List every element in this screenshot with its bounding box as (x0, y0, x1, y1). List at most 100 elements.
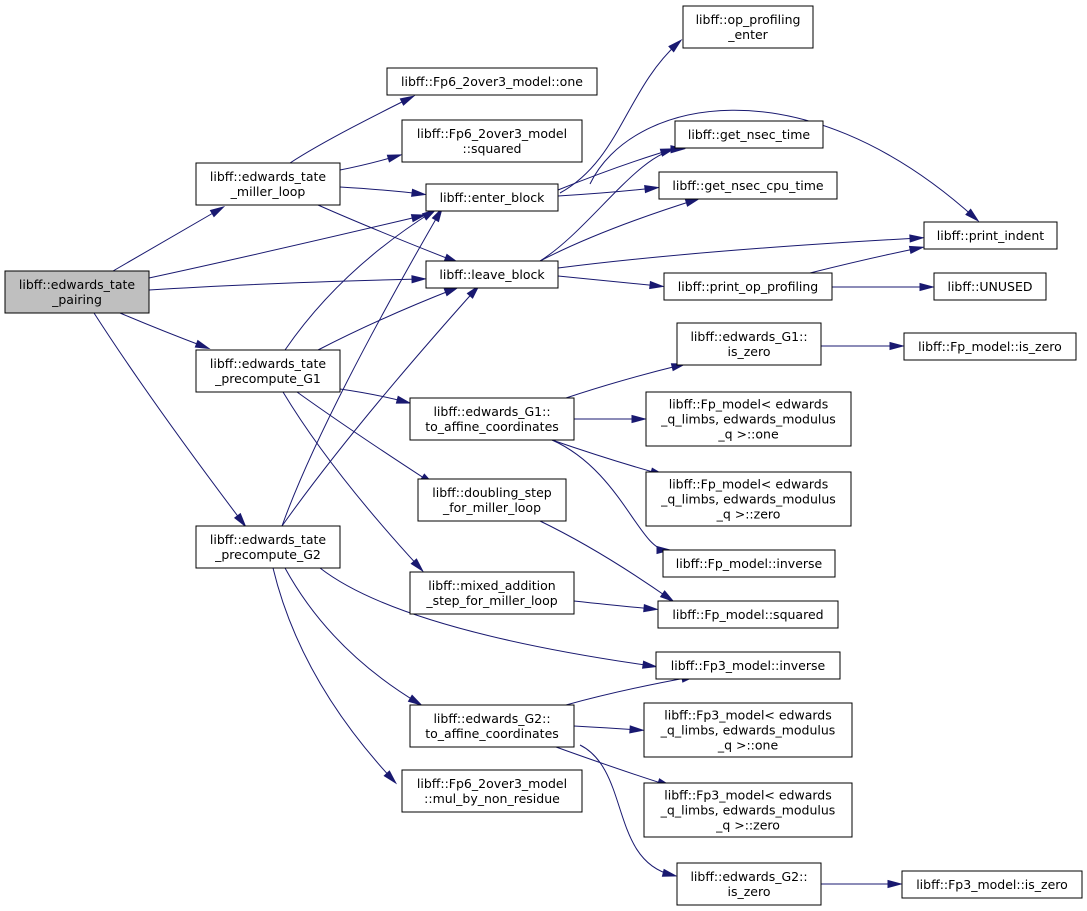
arrowhead (909, 234, 925, 243)
node-fp6-mul-nonres[interactable]: libff::Fp6_2over3_model::mul_by_non_resi… (401, 769, 583, 813)
node-box[interactable] (655, 651, 841, 680)
arrowhead (668, 39, 683, 53)
node-box[interactable] (658, 171, 838, 200)
node-label-line: libff::get_nsec_cpu_time (672, 178, 823, 193)
node-label-line: libff::Fp6_2over3_model::one (401, 74, 583, 89)
node-box[interactable] (425, 260, 559, 289)
node-g2-to-affine[interactable]: libff::edwards_G2::to_affine_coordinates (409, 704, 575, 748)
node-label-line: libff::edwards_G2:: (690, 869, 807, 884)
node-label-line: _precompute_G1 (214, 371, 321, 386)
node-print-op-profiling[interactable]: libff::print_op_profiling (663, 272, 833, 301)
node-precompute-g2[interactable]: libff::edwards_tate_precompute_G2 (195, 525, 341, 569)
edge-g2_to_affine-to-fp3_inverse (565, 674, 697, 706)
node-label-line: libff::edwards_G1:: (433, 404, 550, 419)
node-label-line: libff::Fp_model::squared (672, 607, 823, 622)
node-fp6-one[interactable]: libff::Fp6_2over3_model::one (386, 67, 598, 96)
node-fp3-zero[interactable]: libff::Fp3_model< edwards_q_limbs, edwar… (643, 782, 853, 838)
node-box[interactable] (676, 322, 822, 366)
node-get-nsec-time[interactable]: libff::get_nsec_time (674, 120, 824, 149)
node-unused[interactable]: libff::UNUSED (933, 272, 1047, 301)
edge-g1_to_affine-to-fp_one (574, 414, 647, 424)
node-label-line: libff::edwards_tate (210, 169, 327, 184)
node-box[interactable] (645, 471, 852, 527)
node-fp-squared[interactable]: libff::Fp_model::squared (657, 600, 839, 629)
node-fp3-one[interactable]: libff::Fp3_model< edwards_q_limbs, edwar… (643, 702, 853, 758)
node-g1-is-zero[interactable]: libff::edwards_G1::is_zero (676, 322, 822, 366)
node-box[interactable] (401, 119, 583, 163)
node-op-prof-enter[interactable]: libff::op_profiling_enter (682, 5, 814, 49)
node-box[interactable] (645, 391, 852, 447)
node-box[interactable] (195, 162, 341, 206)
node-label-line: _q_limbs, edwards_modulus (660, 412, 836, 427)
arrowhead (410, 214, 427, 223)
arrowhead (629, 725, 645, 734)
node-enter-block[interactable]: libff::enter_block (425, 183, 559, 212)
arrowhead (407, 694, 424, 707)
node-box[interactable] (195, 349, 341, 393)
node-label-line: _q >::one (717, 427, 779, 442)
edge-leave_block-to-print_indent (557, 234, 925, 269)
node-box[interactable] (903, 332, 1077, 361)
node-doubling-step[interactable]: libff::doubling_step_for_miller_loop (417, 478, 567, 522)
arrowhead (386, 154, 403, 163)
node-g2-is-zero[interactable]: libff::edwards_G2::is_zero (676, 862, 822, 906)
node-fp-zero[interactable]: libff::Fp_model< edwards_q_limbs, edward… (645, 471, 852, 527)
node-box[interactable] (195, 525, 341, 569)
edge-precompute_g1-to-g1_to_affine (339, 388, 412, 404)
node-fp6-squared[interactable]: libff::Fp6_2over3_model::squared (401, 119, 583, 163)
edge-precompute_g2-to-leave_block (281, 284, 480, 527)
node-fp3-inverse[interactable]: libff::Fp3_model::inverse (655, 651, 841, 680)
node-box[interactable] (663, 272, 833, 301)
node-box[interactable] (933, 272, 1047, 301)
node-label-line: to_affine_coordinates (425, 726, 559, 741)
node-box[interactable] (409, 571, 575, 615)
node-fp-inverse[interactable]: libff::Fp_model::inverse (662, 549, 836, 578)
arrowhead (684, 198, 701, 207)
node-box[interactable] (409, 704, 575, 748)
node-box[interactable] (923, 221, 1058, 250)
edge-pairing-to-precompute_g1 (119, 312, 211, 350)
edge-g2_to_affine-to-fp3_one (573, 725, 645, 734)
node-box[interactable] (401, 769, 583, 813)
node-box[interactable] (4, 270, 150, 314)
node-fp-one[interactable]: libff::Fp_model< edwards_q_limbs, edward… (645, 391, 852, 447)
node-box[interactable] (643, 782, 853, 838)
node-label-line: libff::Fp3_model::inverse (671, 658, 826, 673)
node-box[interactable] (417, 478, 567, 522)
node-miller-loop[interactable]: libff::edwards_tate_miller_loop (195, 162, 341, 206)
node-box[interactable] (657, 600, 839, 629)
edge-enter_block-to-op_prof_enter (559, 39, 683, 194)
node-box[interactable] (409, 397, 575, 441)
node-label-line: libff::Fp_model< edwards (669, 477, 829, 492)
node-box[interactable] (425, 183, 559, 212)
node-box[interactable] (643, 702, 853, 758)
node-box[interactable] (674, 120, 824, 149)
node-label-line: libff::edwards_G1:: (690, 329, 807, 344)
node-label-line: _precompute_G2 (214, 547, 321, 562)
arrowhead (431, 206, 443, 223)
edge-precompute_g2-to-fp6_mul_nonres (272, 567, 398, 785)
arrowhead (661, 868, 678, 877)
arrowhead (383, 770, 398, 785)
node-get-nsec-cpu-time[interactable]: libff::get_nsec_cpu_time (658, 171, 838, 200)
node-box[interactable] (676, 862, 822, 906)
node-box[interactable] (901, 870, 1083, 899)
node-box[interactable] (682, 5, 814, 49)
node-label-line: libff::mixed_addition (428, 578, 555, 593)
node-precompute-g1[interactable]: libff::edwards_tate_precompute_G1 (195, 349, 341, 393)
node-fp-is-zero[interactable]: libff::Fp_model::is_zero (903, 332, 1077, 361)
node-label-line: _step_for_miller_loop (425, 593, 557, 608)
node-label-line: libff::Fp3_model< edwards (664, 708, 832, 723)
node-box[interactable] (386, 67, 598, 96)
node-label-line: to_affine_coordinates (425, 419, 559, 434)
arrowhead (644, 184, 660, 194)
node-print-indent[interactable]: libff::print_indent (923, 221, 1058, 250)
node-g1-to-affine[interactable]: libff::edwards_G1::to_affine_coordinates (409, 397, 575, 441)
node-pairing[interactable]: libff::edwards_tate_pairing (4, 270, 150, 314)
node-box[interactable] (662, 549, 836, 578)
node-label-line: libff::Fp_model::is_zero (918, 339, 1062, 354)
node-mixed-addition[interactable]: libff::mixed_addition_step_for_miller_lo… (409, 571, 575, 615)
node-fp3-is-zero[interactable]: libff::Fp3_model::is_zero (901, 870, 1083, 899)
edge-leave_block-to-print_op_profiling (557, 275, 665, 290)
node-leave-block[interactable]: libff::leave_block (425, 260, 559, 289)
